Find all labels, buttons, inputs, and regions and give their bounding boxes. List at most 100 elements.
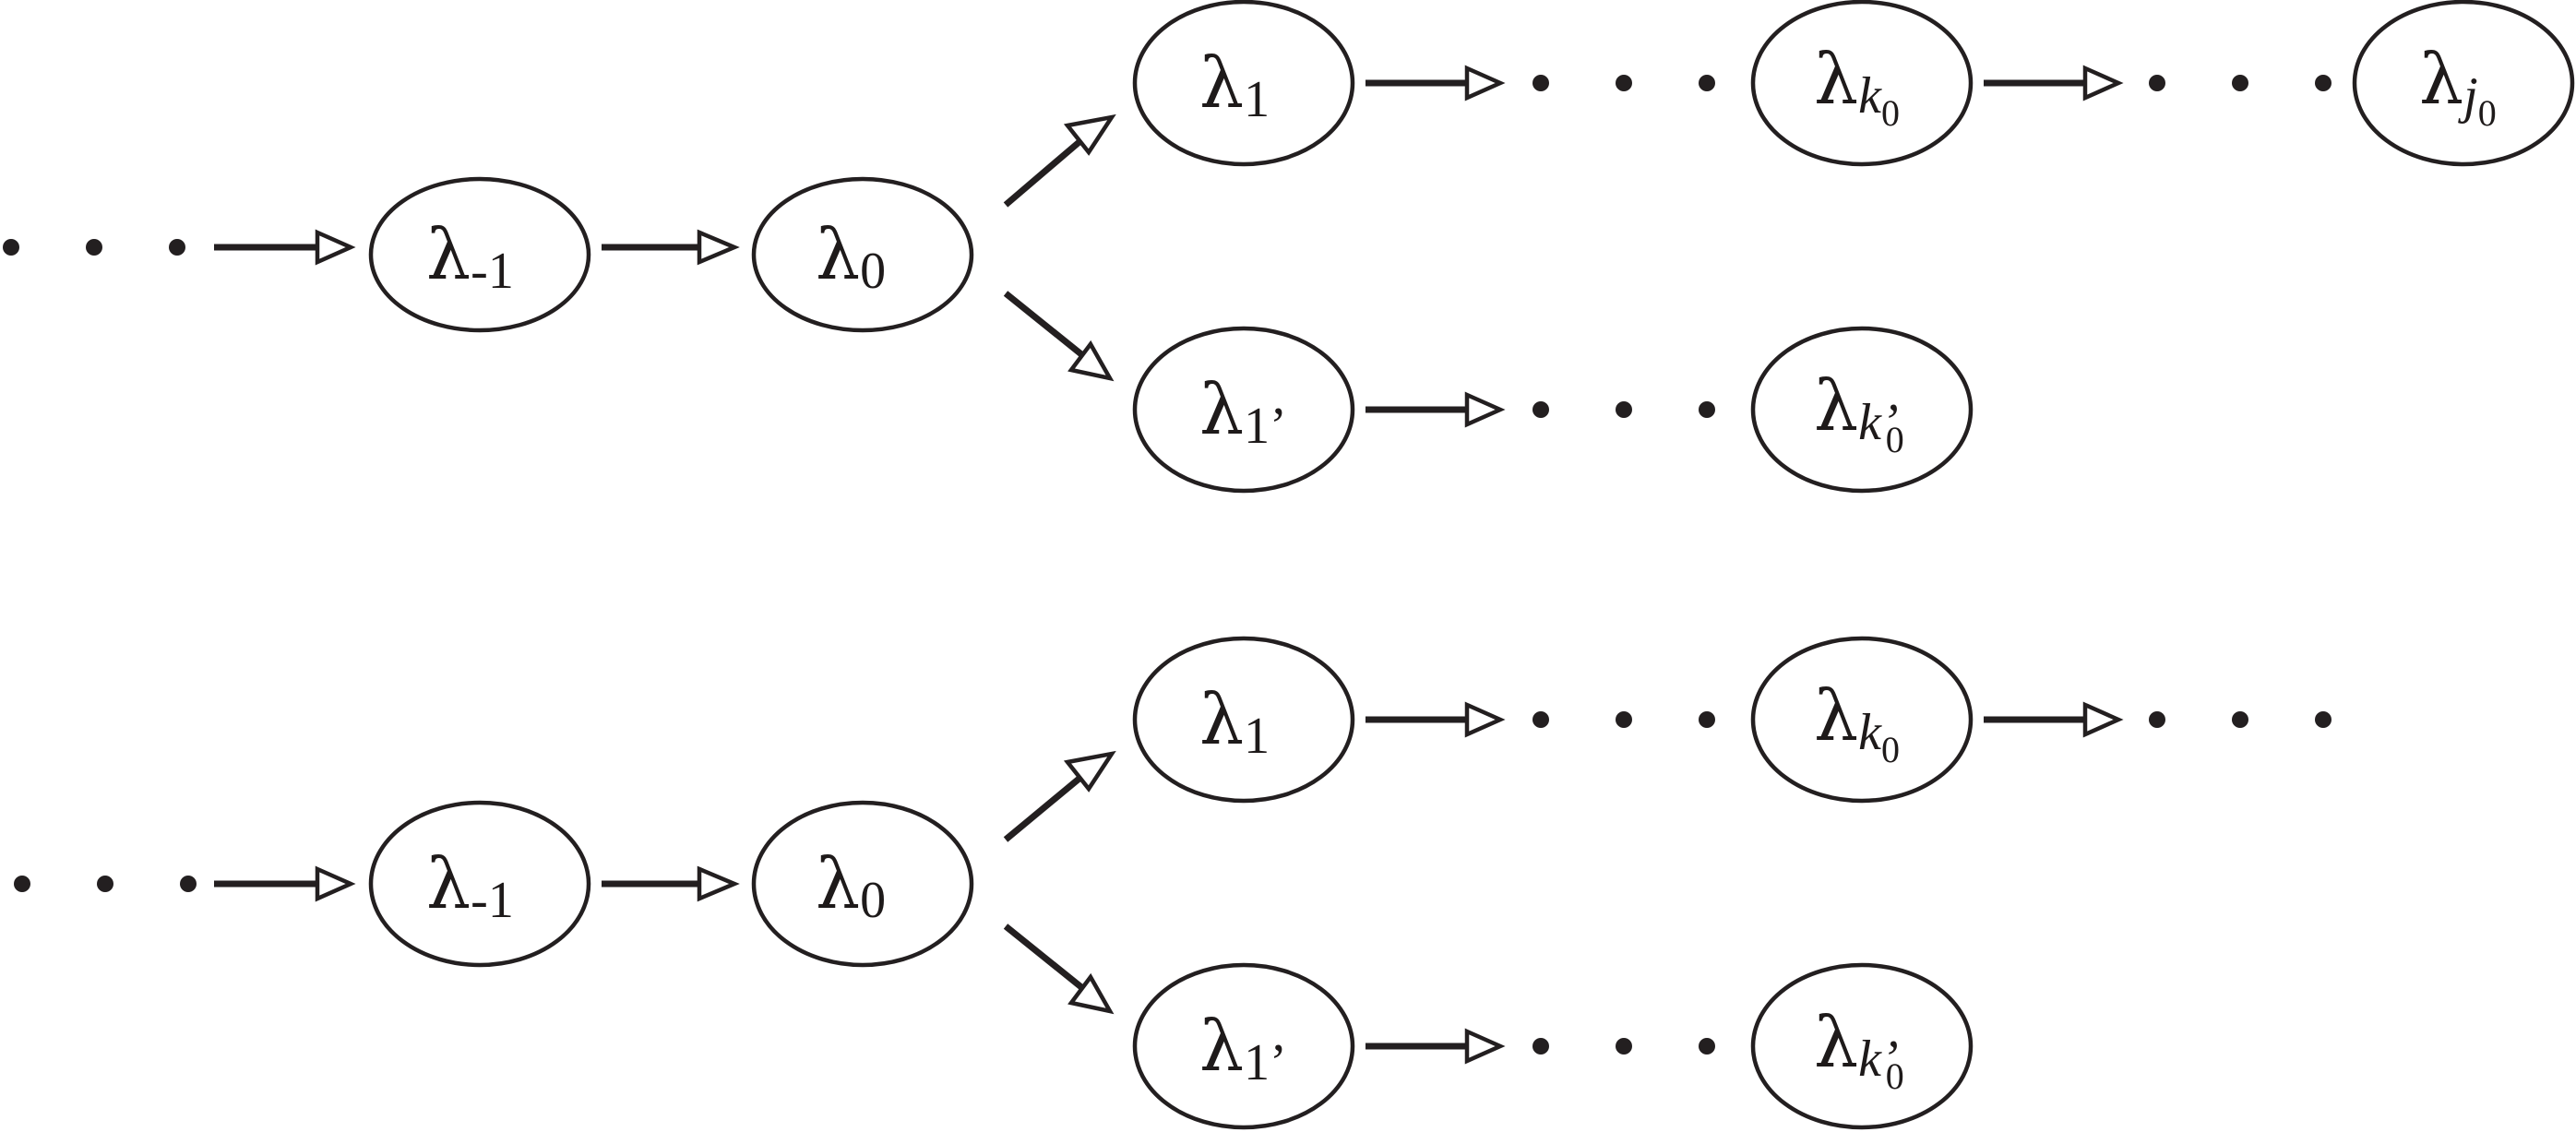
node-subsubscript: 0 xyxy=(1886,1055,1904,1097)
dot xyxy=(1616,401,1632,418)
svg-text:λ-1: λ-1 xyxy=(426,842,514,929)
svg-text:λ1’: λ1’ xyxy=(1199,1005,1287,1091)
svg-text:λ-1: λ-1 xyxy=(426,213,514,300)
lambda-symbol: λ xyxy=(1199,42,1244,124)
bottom-leading-dots xyxy=(14,876,197,892)
top-arrow-1-to-dots xyxy=(1366,65,1506,101)
bottom-arrow-k0-to-dots xyxy=(1984,701,2124,738)
node-subsubscript: 0 xyxy=(1881,92,1900,134)
lambda-symbol: λ xyxy=(1199,678,1244,760)
dot xyxy=(97,876,113,892)
top-arrow-to-lambda-minus-1 xyxy=(214,229,356,266)
bottom-dots-1-prime-to-k0-prime xyxy=(1532,1038,1715,1055)
node-subscript: k’ xyxy=(1858,394,1899,451)
svg-text:λk’0: λk’0 xyxy=(1814,1001,1904,1097)
lambda-symbol: λ xyxy=(1199,1005,1244,1087)
bottom-arrow-minus-1-to-0 xyxy=(602,865,740,902)
node-subscript: -1 xyxy=(471,872,514,929)
dot xyxy=(1699,75,1715,91)
top-node-lambda-minus-1: λ-1 xyxy=(368,176,591,333)
dot xyxy=(1699,401,1715,418)
bottom-arrow-1-to-dots xyxy=(1366,701,1506,738)
dot xyxy=(1532,401,1549,418)
top-dots-k0-to-j0 xyxy=(2149,75,2332,91)
top-arrow-minus-1-to-0 xyxy=(602,229,740,266)
dot xyxy=(2232,711,2248,728)
top-node-lambda-1: λ1 xyxy=(1132,0,1355,167)
bottom-node-lambda-0: λ0 xyxy=(751,800,974,968)
bottom-node-lambda-1-prime: λ1’ xyxy=(1132,962,1355,1130)
top-node-lambda-0: λ0 xyxy=(751,176,974,333)
lambda-symbol: λ xyxy=(1199,368,1244,450)
bottom-node-lambda-k0-prime: λk’0 xyxy=(1750,962,1974,1130)
dot xyxy=(14,876,30,892)
svg-text:λ1’: λ1’ xyxy=(1199,368,1287,455)
bottom-arrow-1-prime-to-dots xyxy=(1366,1028,1506,1065)
lambda-symbol: λ xyxy=(1814,1001,1858,1083)
dot xyxy=(1699,1038,1715,1055)
lambda-symbol: λ xyxy=(816,842,860,924)
top-node-lambda-k0-prime: λk’0 xyxy=(1750,326,1974,494)
dot xyxy=(3,239,19,256)
top-arrow-0-to-1 xyxy=(1003,113,1116,208)
top-arrow-1-prime-to-dots xyxy=(1366,391,1506,428)
dot xyxy=(1532,75,1549,91)
lambda-symbol: λ xyxy=(1814,674,1858,757)
bottom-arrow-to-lambda-minus-1 xyxy=(214,865,356,902)
svg-text:λ1: λ1 xyxy=(1199,678,1270,765)
dot xyxy=(1616,75,1632,91)
lambda-symbol: λ xyxy=(1814,38,1858,120)
svg-text:λ1: λ1 xyxy=(1199,42,1270,128)
top-node-lambda-j0: λj0 xyxy=(2352,0,2575,167)
dot xyxy=(1532,1038,1549,1055)
dot xyxy=(180,876,197,892)
lambda-symbol: λ xyxy=(1814,364,1858,447)
node-subscript: 0 xyxy=(860,872,886,929)
dot xyxy=(1532,711,1549,728)
top-node-lambda-1-prime: λ1’ xyxy=(1132,326,1355,494)
svg-text:λk0: λk0 xyxy=(1814,674,1900,770)
bottom-node-lambda-k0: λk0 xyxy=(1750,636,1974,804)
top-arrow-0-to-1-prime xyxy=(1003,291,1115,382)
top-leading-dots xyxy=(3,239,185,256)
top-dots-1-prime-to-k0-prime xyxy=(1532,401,1715,418)
svg-text:λ0: λ0 xyxy=(816,842,886,929)
svg-text:λj0: λj0 xyxy=(2419,38,2497,134)
svg-text:λk0: λk0 xyxy=(1814,38,1900,134)
top-dots-1-to-k0 xyxy=(1532,75,1715,91)
svg-text:λk’0: λk’0 xyxy=(1814,364,1904,460)
dot xyxy=(2232,75,2248,91)
node-subsubscript: 0 xyxy=(2478,92,2497,134)
bottom-dots-1-to-k0 xyxy=(1532,711,1715,728)
lambda-symbol: λ xyxy=(816,213,860,295)
bottom-trailing-dots xyxy=(2149,711,2332,728)
bottom-diagram: λ-1 λ0 λ1 xyxy=(14,636,2332,1130)
dot xyxy=(2149,711,2165,728)
dot xyxy=(169,239,185,256)
lambda-symbol: λ xyxy=(426,213,471,295)
node-subscript: j xyxy=(2458,67,2478,125)
dot xyxy=(1616,1038,1632,1055)
node-subscript: 1 xyxy=(1244,708,1270,765)
dot xyxy=(1616,711,1632,728)
dot xyxy=(2315,75,2332,91)
svg-text:λ0: λ0 xyxy=(816,213,886,300)
node-subscript: 1’ xyxy=(1244,1034,1287,1091)
bottom-arrow-0-to-1-prime xyxy=(1003,924,1115,1015)
node-subsubscript: 0 xyxy=(1881,729,1900,770)
bottom-arrow-0-to-1 xyxy=(1003,750,1116,842)
node-subsubscript: 0 xyxy=(1886,419,1904,460)
node-subscript: 1 xyxy=(1244,71,1270,128)
dot xyxy=(1699,711,1715,728)
dot xyxy=(2315,711,2332,728)
top-arrow-k0-to-dots xyxy=(1984,65,2124,101)
lambda-symbol: λ xyxy=(2419,38,2463,120)
node-subscript: -1 xyxy=(471,243,514,300)
dot xyxy=(2149,75,2165,91)
node-subscript: k’ xyxy=(1858,1031,1899,1088)
bottom-node-lambda-1: λ1 xyxy=(1132,636,1355,804)
bottom-node-lambda-minus-1: λ-1 xyxy=(368,800,591,968)
node-subscript: 1’ xyxy=(1244,398,1287,455)
lambda-symbol: λ xyxy=(426,842,471,924)
